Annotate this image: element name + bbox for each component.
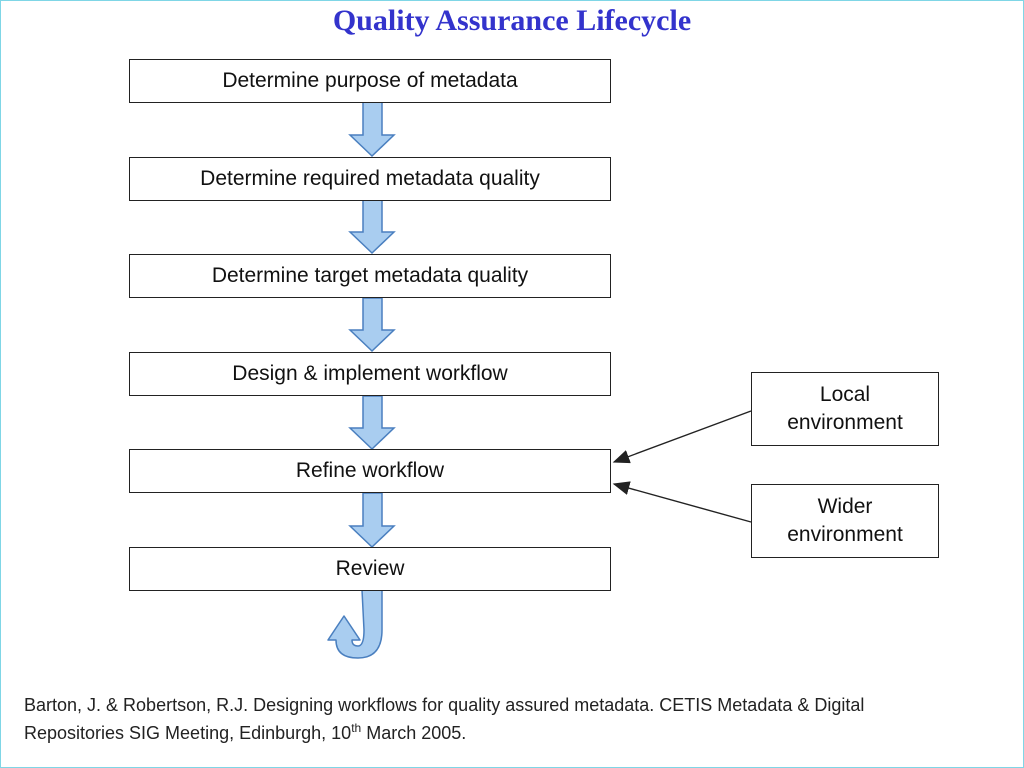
local-environment-line1: Local bbox=[819, 383, 871, 406]
citation-line2: Repositories SIG Meeting, Edinburgh, 10t… bbox=[24, 717, 1014, 745]
step-determine-purpose: Determine purpose of metadata bbox=[129, 59, 611, 103]
wider-input-arrow bbox=[612, 481, 752, 523]
step-target-quality: Determine target metadata quality bbox=[129, 254, 611, 298]
down-arrow-2 bbox=[348, 199, 396, 255]
wider-environment-box: Wider environment bbox=[751, 484, 939, 558]
wider-environment-line2: environment bbox=[787, 523, 903, 546]
return-arrow bbox=[327, 589, 383, 659]
down-arrow-4 bbox=[348, 395, 396, 451]
citation-line1: Barton, J. & Robertson, R.J. Designing w… bbox=[24, 695, 865, 715]
citation-line2-start: Repositories SIG Meeting, Edinburgh, 10 bbox=[24, 723, 352, 743]
down-arrow-1 bbox=[348, 101, 396, 158]
step-design-workflow: Design & implement workflow bbox=[129, 352, 611, 396]
local-environment-box: Local environment bbox=[751, 372, 939, 446]
slide-title: Quality Assurance Lifecycle bbox=[332, 4, 692, 37]
citation: Barton, J. & Robertson, R.J. Designing w… bbox=[24, 694, 1014, 745]
local-input-arrow bbox=[612, 410, 752, 464]
citation-ordinal: th bbox=[351, 721, 362, 735]
down-arrow-5 bbox=[348, 492, 396, 549]
citation-line2-end: March 2005. bbox=[361, 723, 467, 743]
step-refine-workflow: Refine workflow bbox=[129, 449, 611, 493]
wider-environment-line1: Wider bbox=[817, 495, 873, 518]
step-required-quality: Determine required metadata quality bbox=[129, 157, 611, 201]
local-environment-line2: environment bbox=[787, 411, 903, 434]
down-arrow-3 bbox=[348, 297, 396, 353]
step-review: Review bbox=[129, 547, 611, 591]
